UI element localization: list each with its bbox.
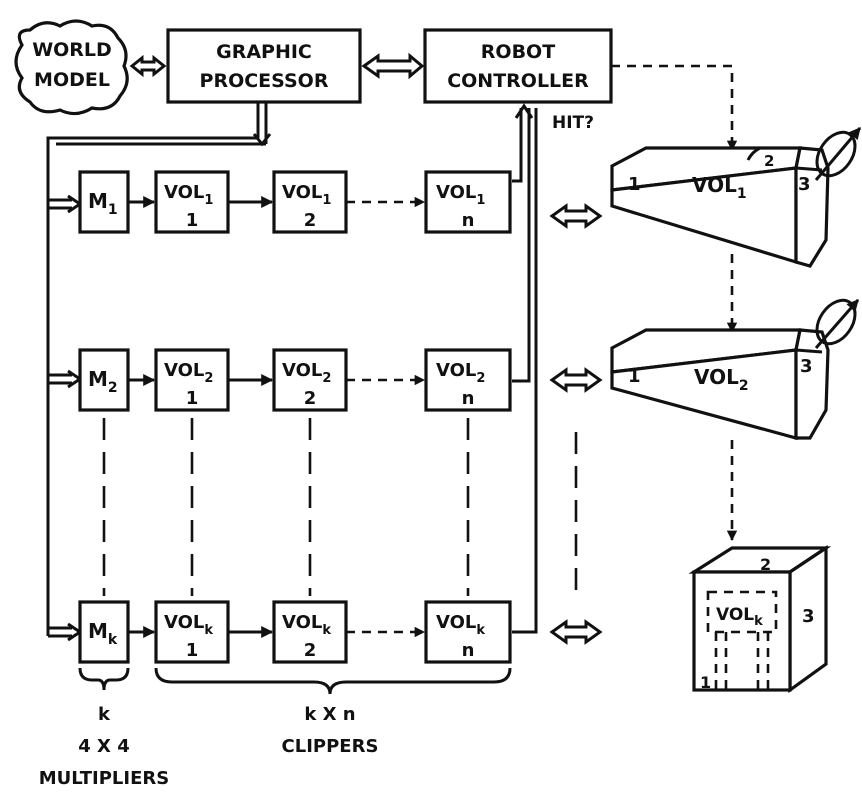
clippers-brace: [154, 667, 512, 695]
link-1-top-label: 2: [764, 152, 774, 170]
clipper-box-1-1: [154, 170, 230, 234]
clipper-col-1-n: n: [462, 210, 475, 231]
gripper-cube: [688, 545, 832, 694]
clipper-label-2-n: VOL2: [436, 360, 485, 386]
robot-controller-box: [423, 28, 613, 104]
clipper-box-k-2: [272, 600, 348, 664]
multipliers-label: MULTIPLIERS: [39, 768, 169, 789]
world-graphic-double-arrow: [129, 54, 167, 78]
clipper-box-2-2: [272, 348, 348, 412]
clipper-label-2-2: VOL2: [282, 360, 331, 386]
control-dashed-path: [611, 64, 738, 542]
hit-label: HIT?: [552, 113, 594, 133]
mult-feed-arrows: [48, 194, 83, 642]
clipper-box-1-2: [272, 170, 348, 234]
rotation-icon-1: [814, 127, 862, 181]
clippers-label: CLIPPERS: [282, 736, 379, 757]
multiplier-count-label: k: [98, 704, 111, 725]
clipper-label-k-1: VOLk: [164, 612, 213, 638]
world-model-label-2: MODEL: [34, 69, 110, 91]
robot-controller-label-2: CONTROLLER: [447, 70, 589, 92]
clipper-label-k-n: VOLk: [436, 612, 485, 638]
cube-name: VOLk: [716, 605, 763, 629]
multiplier-label-1: M1: [88, 189, 118, 218]
link-2-name: VOL2: [694, 365, 749, 394]
graphic-processor-box: [166, 28, 362, 104]
robot-link-1: [610, 146, 830, 268]
hit-feedback-bus: [512, 103, 538, 634]
clipper-col-k-n: n: [462, 640, 475, 661]
clipper-label-1-1: VOL1: [164, 182, 213, 208]
clipper-box-k-n: [424, 600, 512, 664]
graphic-processor-label-2: PROCESSOR: [200, 70, 329, 92]
link-1-side-label: 3: [798, 174, 811, 195]
row-continuation-lines: [102, 418, 578, 596]
world-model-label-1: WORLD: [32, 39, 112, 61]
multipliers-brace: [78, 667, 130, 691]
correspondence-arrows: [549, 203, 603, 645]
link-1-name: VOL1: [692, 173, 747, 202]
robot-link-2: [610, 328, 830, 441]
clipper-label-2-1: VOL2: [164, 360, 213, 386]
clipper-count-label: k X n: [304, 704, 355, 725]
multiplier-box-1: [78, 170, 130, 234]
clipper-col-k-1: 1: [186, 640, 199, 661]
multiplier-size-label: 4 X 4: [78, 736, 129, 757]
link-1-face-label: 1: [628, 174, 641, 195]
clipper-col-2-1: 1: [186, 388, 199, 409]
clipper-col-1-2: 2: [304, 210, 317, 231]
graphic-processor-label-1: GRAPHIC: [216, 41, 312, 63]
clipper-box-2-n: [424, 348, 512, 412]
clipper-box-1-n: [424, 170, 512, 234]
clipper-col-k-2: 2: [304, 640, 317, 661]
clipper-col-1-1: 1: [186, 210, 199, 231]
cube-side-label: 3: [802, 606, 815, 627]
clipper-box-2-1: [154, 348, 230, 412]
cube-top-label: 2: [760, 555, 771, 574]
processor-output-bus: [46, 102, 272, 636]
multiplier-label-2: M2: [88, 367, 118, 396]
clipper-label-1-2: VOL1: [282, 182, 331, 208]
link-2-face-label: 1: [628, 366, 641, 387]
link-2-side-label: 3: [800, 356, 813, 377]
world-model-cloud: [14, 19, 129, 116]
clipper-label-1-n: VOL1: [436, 182, 485, 208]
graphic-robot-double-arrow: [361, 52, 425, 80]
clipper-col-2-2: 2: [304, 388, 317, 409]
robot-controller-label-1: ROBOT: [481, 41, 555, 63]
cube-front-label: 1: [700, 673, 711, 692]
clipper-col-2-n: n: [462, 388, 475, 409]
multiplier-label-k: Mk: [88, 619, 118, 648]
clipper-label-k-2: VOLk: [282, 612, 331, 638]
rotation-icon-2: [814, 298, 860, 349]
clipper-box-k-1: [154, 600, 230, 664]
